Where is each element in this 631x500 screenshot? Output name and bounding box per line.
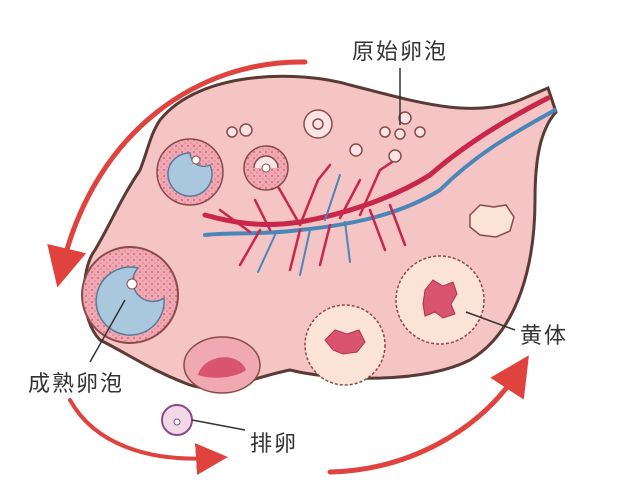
- primordial-follicles: [226, 109, 426, 163]
- label-mature-follicle: 成熟卵泡: [28, 372, 125, 397]
- label-corpus-luteum: 黄体: [520, 324, 569, 349]
- cycle-arrow-top: [47, 59, 308, 288]
- cycle-arrow-bottom-right: [327, 355, 529, 475]
- label-primordial-follicle: 原始卵泡: [352, 40, 449, 65]
- label-ovulation: 排卵: [250, 432, 299, 457]
- regressed-body: [469, 204, 515, 238]
- leader-lines: [89, 68, 516, 431]
- cycle-arrow-bottom-left: [68, 398, 228, 475]
